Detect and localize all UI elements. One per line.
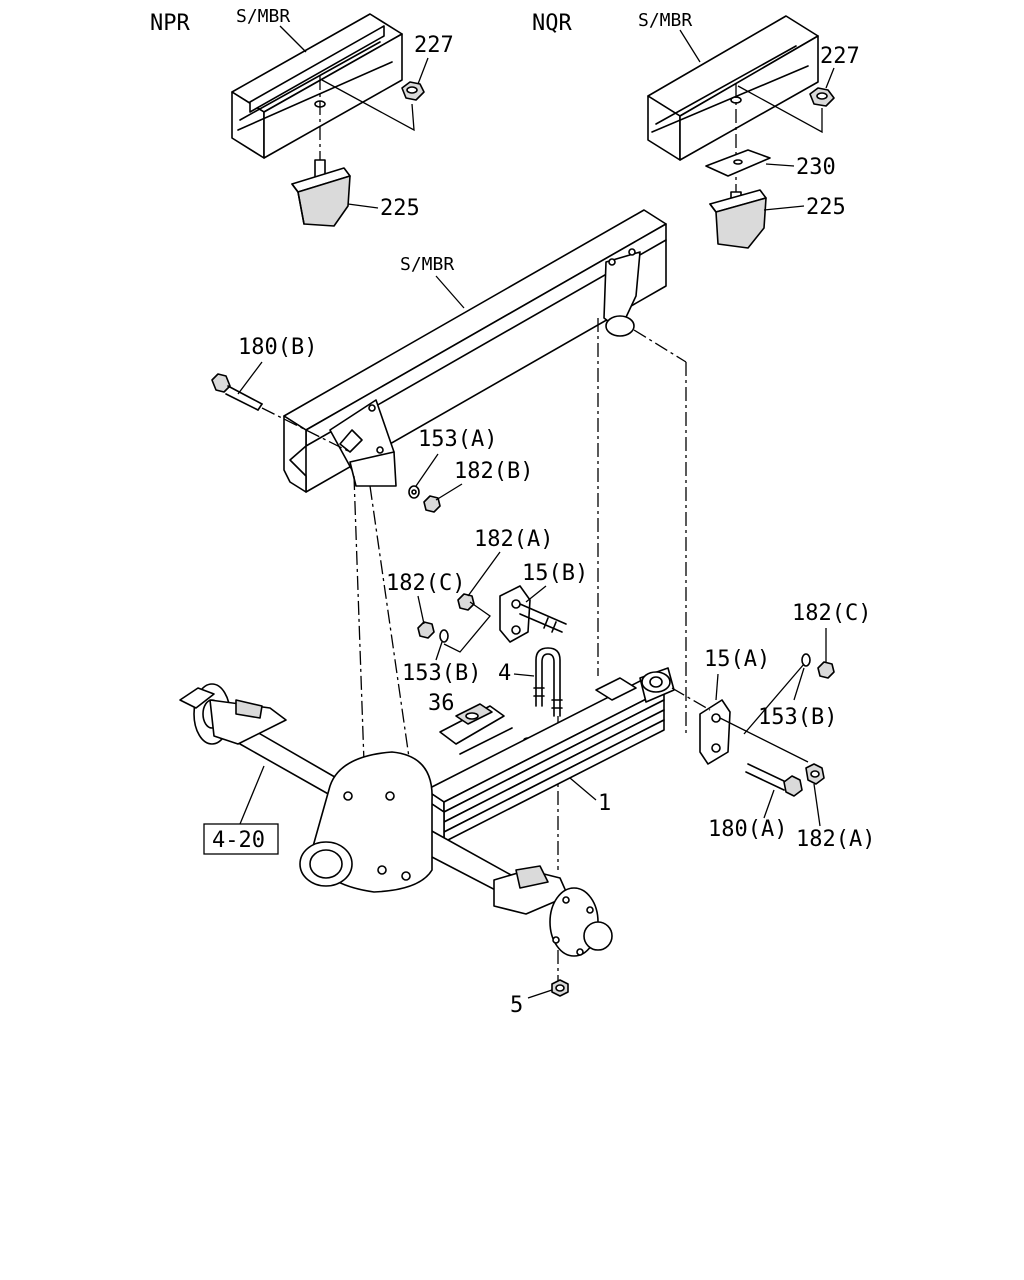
label-1: 1 xyxy=(598,791,611,816)
label-153b-left: 153(B) xyxy=(402,661,481,686)
label-180b: 180(B) xyxy=(238,335,317,360)
bolt-180a xyxy=(745,763,803,797)
u-bolt-4 xyxy=(533,647,563,717)
spring-seat-36 xyxy=(439,703,533,755)
nqr-spacer-230 xyxy=(705,149,771,177)
washer-153b-right xyxy=(801,653,811,667)
label-36: 36 xyxy=(428,691,455,716)
nqr-bump-stopper-225 xyxy=(709,189,767,249)
label-225-nqr: 225 xyxy=(806,195,846,220)
rear-axle-housing xyxy=(179,683,613,957)
label-182a-lower: 182(A) xyxy=(796,827,875,852)
npr-bolt-hole-leader xyxy=(314,76,415,166)
nut-182c-right xyxy=(817,661,835,679)
label-182a-upper: 182(A) xyxy=(474,527,553,552)
nqr-nut-227 xyxy=(809,87,835,107)
nut-182a-lower xyxy=(805,763,825,785)
nqr-bolt-hole-leader xyxy=(730,84,823,196)
bolt-180b xyxy=(211,373,263,411)
reference-box xyxy=(203,823,279,855)
label-smbr-nqr: S/MBR xyxy=(638,10,692,31)
label-230: 230 xyxy=(796,155,836,180)
label-15b: 15(B) xyxy=(522,561,588,586)
label-225-npr: 225 xyxy=(380,196,420,221)
label-15a: 15(A) xyxy=(704,647,770,672)
label-227-npr: 227 xyxy=(414,33,454,58)
label-ref-4-20: 4-20 xyxy=(212,828,265,853)
rear-shackle-bracket xyxy=(603,248,641,337)
shackle-plate-15b xyxy=(499,585,567,643)
variant-label-npr: NPR xyxy=(150,11,190,36)
label-180a: 180(A) xyxy=(708,817,787,842)
label-182c-left: 182(C) xyxy=(386,571,465,596)
nut-5 xyxy=(551,979,569,997)
label-4: 4 xyxy=(498,661,511,686)
label-182c-right: 182(C) xyxy=(792,601,871,626)
label-smbr-main: S/MBR xyxy=(400,254,454,275)
nut-182c-left xyxy=(417,621,435,639)
nqr-frame-member xyxy=(647,15,819,161)
label-153b-right: 153(B) xyxy=(758,705,837,730)
npr-nut-227 xyxy=(401,81,425,101)
label-227-nqr: 227 xyxy=(820,44,860,69)
washer-153b-left xyxy=(439,629,449,643)
label-smbr-npr: S/MBR xyxy=(236,6,290,27)
npr-bump-stopper-225 xyxy=(291,159,351,227)
label-182b: 182(B) xyxy=(454,459,533,484)
label-153a: 153(A) xyxy=(418,427,497,452)
label-5: 5 xyxy=(510,993,523,1018)
shackle-plate-15a xyxy=(699,699,731,765)
variant-label-nqr: NQR xyxy=(532,11,572,36)
npr-frame-member xyxy=(231,13,403,159)
leaf-spring-1 xyxy=(391,667,675,843)
washer-153a xyxy=(408,485,420,499)
nut-182a-upper xyxy=(457,593,475,611)
